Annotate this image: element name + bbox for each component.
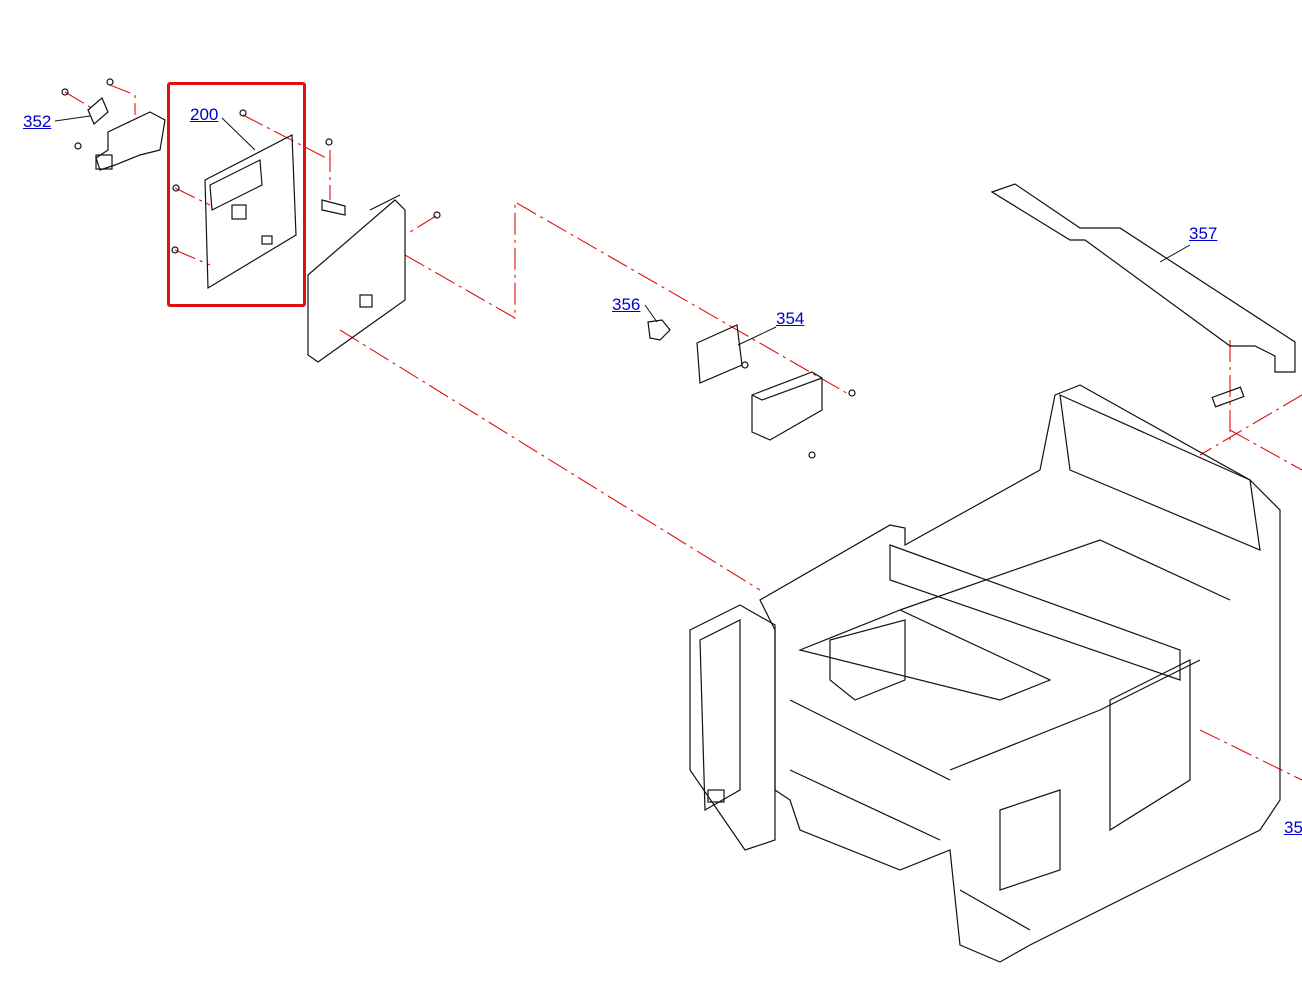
printer-body xyxy=(689,384,1281,963)
part-link-200[interactable]: 200 xyxy=(190,105,219,124)
part-356 xyxy=(647,319,671,341)
part-354-board xyxy=(696,324,749,384)
part-352-bracket xyxy=(61,78,166,171)
part-link-352[interactable]: 352 xyxy=(23,112,52,131)
part-357-cable xyxy=(990,183,1296,408)
power-unit xyxy=(751,371,856,459)
part-link-357[interactable]: 357 xyxy=(1189,224,1218,243)
part-200-main-board xyxy=(171,109,297,290)
part-link-356[interactable]: 356 xyxy=(612,295,641,314)
shield-plate xyxy=(307,138,441,363)
part-link-35x[interactable]: 35 xyxy=(1284,818,1302,837)
assembly-lines xyxy=(64,84,1302,781)
selected-part-highlight xyxy=(167,82,306,307)
part-link-354[interactable]: 354 xyxy=(776,309,805,328)
